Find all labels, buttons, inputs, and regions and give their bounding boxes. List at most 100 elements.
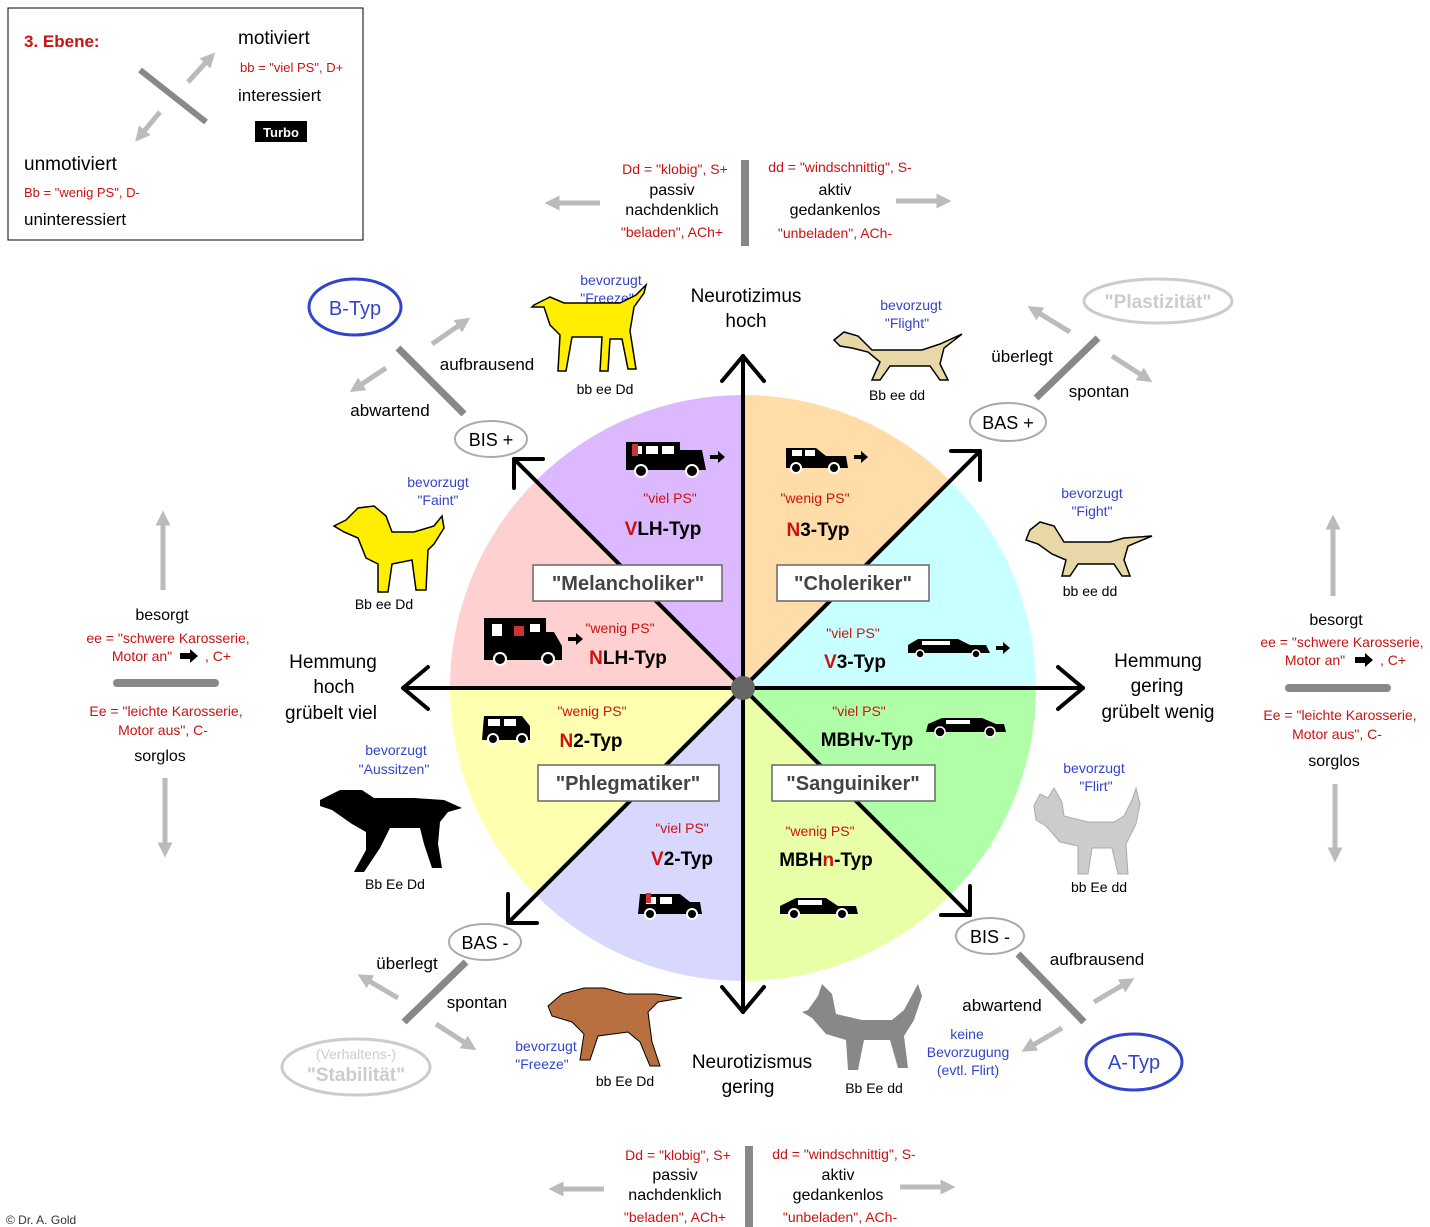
segment-mbhn-ps: "wenig PS" [785, 823, 854, 839]
bis-plus-label: BIS + [469, 430, 514, 450]
bottom-aktiv: aktiv [822, 1167, 855, 1184]
top-dd-klobig: Dd = "klobig", S+ [622, 161, 728, 177]
axis-left-label-1: Hemmung [289, 652, 377, 673]
bl-ueberlegt: überlegt [376, 954, 438, 973]
bl-arrow-down-icon [434, 1021, 477, 1051]
right-Ee-line2: Motor aus", C- [1292, 726, 1382, 742]
segment-v2-type: V2-Typ [651, 849, 713, 870]
dog-keine-pref2: Bevorzugung [927, 1044, 1010, 1060]
center-hub [731, 676, 755, 700]
axis-diag-sw [506, 686, 745, 925]
segment-vlh-ps: "viel PS" [643, 490, 697, 506]
tl-bar [395, 345, 467, 417]
dog-fight: bevorzugt "Fight" bb ee dd [1025, 485, 1153, 599]
bas-minus-ellipse [448, 923, 522, 961]
left-sorglos: sorglos [134, 748, 186, 765]
dog-flirt-pref1: bevorzugt [1063, 760, 1125, 776]
dog-faint-genes: Bb ee Dd [355, 596, 413, 612]
left-ee-line2: Motor an" [112, 648, 172, 664]
dog-keine-genes: Bb Ee dd [845, 1080, 903, 1096]
dog-flight-pref1: bevorzugt [880, 297, 942, 313]
segment-vlh-type: VLH-Typ [625, 519, 702, 540]
quadrant-sanguiniker: "Sanguiniker" [771, 764, 936, 802]
top-gedankenlos: gedankenlos [790, 202, 881, 219]
quadrant-choleriker: "Choleriker" [776, 564, 930, 602]
top-divider [741, 160, 749, 246]
dog-freeze-bottom-pref1: bevorzugt [515, 1038, 577, 1054]
quadrant-phlegmatiker-label: "Phlegmatiker" [556, 773, 701, 795]
left-side-panel: besorgt ee = "schwere Karosserie, Motor … [86, 510, 250, 858]
bis-plus-ellipse [454, 420, 528, 458]
verhaltens-label: (Verhaltens-) [316, 1046, 396, 1062]
dog-keine-pref3: (evtl. Flirt) [937, 1062, 999, 1078]
tr-spontan: spontan [1069, 382, 1130, 401]
right-ee-line2: Motor an" [1285, 652, 1345, 668]
stabilitaet-label: "Stabilität" [307, 1065, 405, 1086]
dog-keine-pref1: keine [950, 1026, 984, 1042]
axis-top-label-2: hoch [725, 311, 766, 332]
plastizitaet-label: "Plastizität" [1105, 292, 1212, 313]
bottom-gedankenlos: gedankenlos [793, 1187, 884, 1204]
dog-flight-genes: Bb ee dd [869, 387, 925, 403]
turbo-badge-label: Turbo [263, 125, 299, 140]
axis-top-label-1: Neurotizimus [691, 286, 802, 307]
axis-down-arrowhead-icon [720, 985, 766, 1014]
segment-v2-ps: "viel PS" [655, 820, 709, 836]
br-arrow-down-icon [1021, 1025, 1064, 1052]
legend-Bb-line: Bb = "wenig PS", D- [24, 185, 140, 200]
left-bar [113, 679, 219, 687]
segment-n2-type: N2-Typ [560, 731, 623, 752]
bas-plus-label: BAS + [982, 413, 1034, 433]
quadrant-choleriker-box [776, 564, 930, 602]
left-ee-line1: ee = "schwere Karosserie, [86, 630, 249, 646]
axis-ne-arrowhead-icon [949, 449, 982, 482]
bl-arrow-up-icon [357, 974, 400, 1001]
tl-aufbrausend: aufbrausend [440, 355, 535, 374]
segment-nlh: "wenig PS" NLH-Typ [585, 620, 666, 669]
legend-box: 3. Ebene: motiviert bb = "viel PS", D+ i… [7, 7, 364, 241]
bottom-panel: Dd = "klobig", S+ passiv nachdenklich "b… [548, 1146, 956, 1227]
corner-top-left: B-Typ aufbrausend abwartend BIS + [307, 277, 535, 458]
tl-arrow-up-icon [430, 317, 471, 347]
segment-nlh-type: NLH-Typ [589, 648, 667, 669]
dog-flirt: bevorzugt "Flirt" bb Ee dd [1033, 760, 1141, 895]
yellow-retriever-faint-icon [332, 505, 445, 593]
bottom-divider [745, 1146, 753, 1227]
bottom-passiv: passiv [652, 1167, 697, 1184]
dog-flight-pref2: "Flight" [885, 315, 929, 331]
quadrant-sanguiniker-label: "Sanguiniker" [786, 773, 919, 795]
legend-unmotiviert: unmotiviert [24, 154, 118, 175]
limousine-icon [908, 639, 1010, 659]
legend-arrow-up-icon [186, 52, 216, 84]
tl-arrow-down-icon [349, 365, 388, 393]
dog-freeze-bottom-pref2: "Freeze" [515, 1056, 569, 1072]
segment-mbhn-type: MBHn-Typ [779, 850, 873, 871]
left-Ee-line1: Ee = "leichte Karosserie, [89, 703, 242, 719]
axis-sw-arrowhead-icon [506, 892, 539, 925]
segment-mbhv: "viel PS" MBHv-Typ [821, 703, 914, 751]
segment-v2: "viel PS" V2-Typ [651, 820, 713, 870]
br-bar [1015, 951, 1087, 1025]
segment-vlh: "viel PS" VLH-Typ [625, 490, 702, 540]
left-car-arrow-icon [180, 649, 198, 663]
dog-freeze-bottom-genes: bb Ee Dd [596, 1073, 654, 1089]
dog-flight: bevorzugt "Flight" Bb ee dd [832, 297, 963, 403]
quadrant-melancholiker: "Melancholiker" [532, 564, 723, 602]
segment-mbhv-type: MBHv-Typ [821, 730, 914, 751]
tr-ueberlegt: überlegt [991, 347, 1053, 366]
tr-arrow-down-icon [1110, 353, 1153, 383]
tl-abwartend: abwartend [350, 401, 429, 420]
dog-aussitzen-pref2: "Aussitzen" [359, 761, 430, 777]
br-arrow-up-icon [1092, 978, 1135, 1005]
axis-se-arrowhead-icon [939, 884, 972, 917]
top-passiv: passiv [649, 182, 694, 199]
hatchback-icon [786, 448, 868, 474]
axis-bottom-label-2: gering [722, 1077, 775, 1098]
dog-flirt-genes: bb Ee dd [1071, 879, 1127, 895]
dog-aussitzen: bevorzugt "Aussitzen" Bb Ee Dd [320, 742, 462, 892]
quadrant-phlegmatiker: "Phlegmatiker" [537, 764, 720, 802]
legend-uninteressiert: uninteressiert [24, 210, 126, 229]
segment-mbhn: "wenig PS" MBHn-Typ [779, 823, 873, 871]
axis-up-arrowhead-icon [720, 354, 766, 383]
